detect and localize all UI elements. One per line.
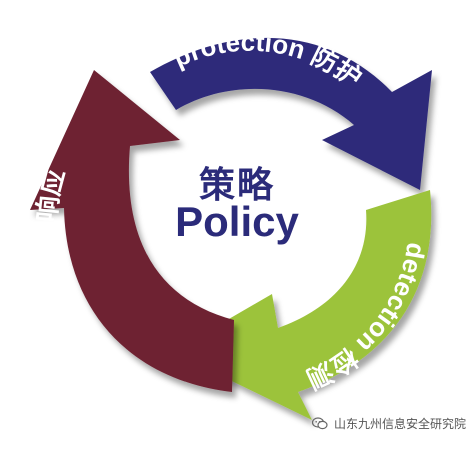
wechat-icon bbox=[311, 417, 328, 430]
protection-arrow bbox=[150, 37, 432, 191]
center-title-en: Policy bbox=[175, 198, 299, 245]
detection-arrow-shape bbox=[172, 190, 432, 420]
watermark-text: 山东九州信息安全研究院 bbox=[333, 417, 466, 431]
protection-arrow-shape bbox=[150, 37, 432, 191]
response-arrow bbox=[30, 70, 234, 392]
detection-arrow bbox=[172, 190, 432, 420]
watermark: 山东九州信息安全研究院 bbox=[311, 415, 466, 432]
center-title-cn: 策略 bbox=[198, 165, 275, 206]
response-arrow-shape bbox=[30, 70, 234, 392]
